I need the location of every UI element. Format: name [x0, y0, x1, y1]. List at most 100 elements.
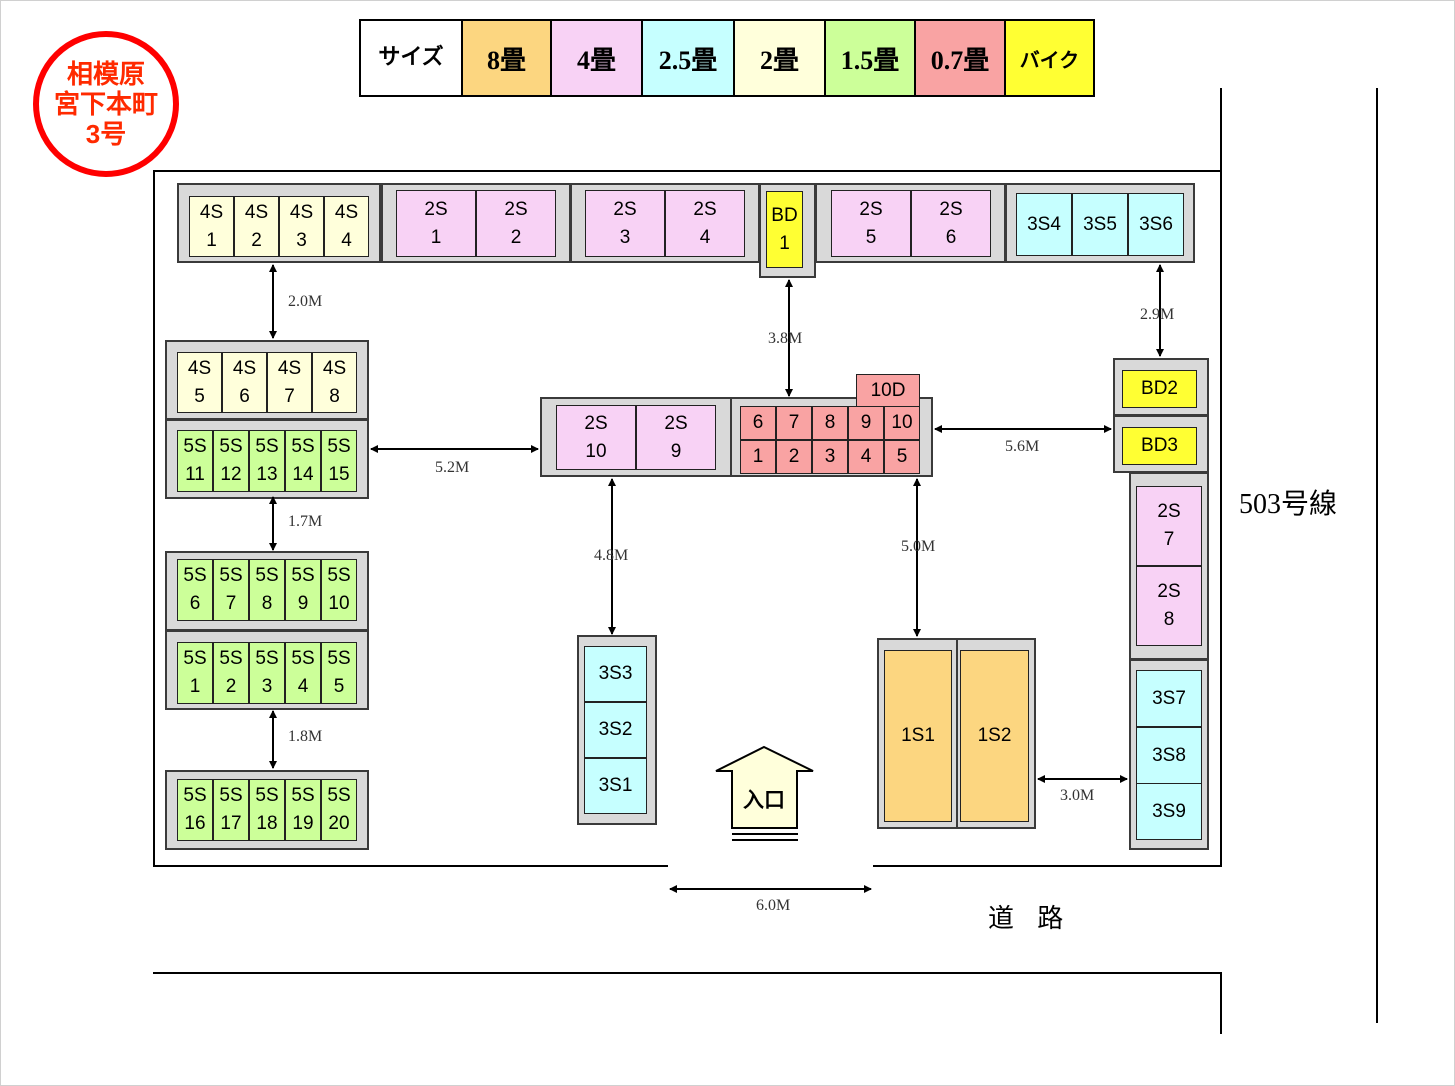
- unit-5s-17[interactable]: 5S 17: [213, 779, 249, 841]
- legend-bike: バイク: [1006, 21, 1093, 95]
- unit-5s-13[interactable]: 5S 13: [249, 430, 285, 492]
- unit-10d[interactable]: 10D: [856, 374, 920, 408]
- unit-bd-2[interactable]: BD2: [1122, 370, 1197, 408]
- unit-3s-3[interactable]: 3S3: [584, 646, 647, 702]
- unit-5s-18[interactable]: 5S 18: [249, 779, 285, 841]
- road-corner-line: [1220, 972, 1222, 1034]
- unit-2s-1[interactable]: 2S 1: [396, 190, 476, 257]
- unit-3s-9[interactable]: 3S9: [1136, 783, 1202, 840]
- unit-4s-5[interactable]: 4S 5: [177, 352, 222, 413]
- legend-2-5jo: 2.5畳: [643, 21, 735, 95]
- unit-5s-16[interactable]: 5S 16: [177, 779, 213, 841]
- unit-d8[interactable]: 8: [812, 406, 848, 440]
- legend-0-7jo: 0.7畳: [916, 21, 1006, 95]
- unit-5s-10[interactable]: 5S 10: [321, 559, 357, 621]
- unit-2s-5[interactable]: 2S 5: [831, 190, 911, 257]
- unit-4s-8[interactable]: 4S 8: [312, 352, 357, 413]
- unit-4s-4[interactable]: 4S 4: [324, 196, 369, 257]
- stamp-line-1: 相模原: [66, 59, 145, 89]
- unit-3s-7[interactable]: 3S7: [1136, 670, 1202, 727]
- site-top-line: [153, 170, 1222, 172]
- entrance-label: 入口: [743, 789, 785, 812]
- unit-d5[interactable]: 5: [884, 440, 920, 474]
- unit-4s-3[interactable]: 4S 3: [279, 196, 324, 257]
- unit-4s-2[interactable]: 4S 2: [234, 196, 279, 257]
- site-right-line: [1220, 88, 1222, 866]
- entrance-arrow-icon: [715, 745, 814, 841]
- dim-1-8m: 1.8M: [288, 728, 323, 745]
- route-503-edge: [1376, 88, 1378, 1023]
- stamp-line-3: 3号: [85, 119, 127, 149]
- unit-5s-19[interactable]: 5S 19: [285, 779, 321, 841]
- unit-5s-6[interactable]: 5S 6: [177, 559, 213, 621]
- unit-d6[interactable]: 6: [740, 406, 776, 440]
- unit-2s-3[interactable]: 2S 3: [585, 190, 665, 257]
- site-bottom-right-line: [873, 865, 1222, 867]
- dim-2-0m: 2.0M: [288, 293, 323, 310]
- unit-5s-9[interactable]: 5S 9: [285, 559, 321, 621]
- unit-3s-4[interactable]: 3S4: [1016, 193, 1072, 256]
- unit-bd-1[interactable]: BD 1: [766, 191, 803, 268]
- location-stamp: 相模原 宮下本町 3号: [33, 31, 179, 177]
- legend-4jo: 4畳: [552, 21, 643, 95]
- route-503-label: 503号線: [1239, 489, 1338, 520]
- road-label: 道 路: [988, 903, 1072, 933]
- unit-4s-1[interactable]: 4S 1: [189, 196, 234, 257]
- legend-size-header: サイズ: [361, 21, 463, 95]
- unit-2s-9[interactable]: 2S 9: [636, 405, 716, 470]
- dim-6-0m: 6.0M: [756, 897, 791, 914]
- unit-2s-2[interactable]: 2S 2: [476, 190, 556, 257]
- site-bottom-left-line: [153, 865, 668, 867]
- unit-2s-8[interactable]: 2S 8: [1136, 566, 1202, 646]
- unit-5s-8[interactable]: 5S 8: [249, 559, 285, 621]
- unit-1s-2[interactable]: 1S2: [960, 650, 1029, 822]
- unit-3s-2[interactable]: 3S2: [584, 702, 647, 758]
- dim-4-8m: 4.8M: [594, 547, 629, 564]
- unit-4s-6[interactable]: 4S 6: [222, 352, 267, 413]
- unit-3s-1[interactable]: 3S1: [584, 758, 647, 814]
- unit-5s-5[interactable]: 5S 5: [321, 642, 357, 704]
- unit-5s-15[interactable]: 5S 15: [321, 430, 357, 492]
- unit-2s-7[interactable]: 2S 7: [1136, 486, 1202, 566]
- stamp-line-2: 宮下本町: [53, 89, 158, 119]
- unit-d2[interactable]: 2: [776, 440, 812, 474]
- unit-5s-12[interactable]: 5S 12: [213, 430, 249, 492]
- unit-3s-6[interactable]: 3S6: [1128, 193, 1184, 256]
- unit-d7[interactable]: 7: [776, 406, 812, 440]
- unit-5s-2[interactable]: 5S 2: [213, 642, 249, 704]
- dim-3-8m: 3.8M: [768, 330, 803, 347]
- unit-5s-1[interactable]: 5S 1: [177, 642, 213, 704]
- dim-3-0m: 3.0M: [1060, 787, 1095, 804]
- size-legend: サイズ 8畳 4畳 2.5畳 2畳 1.5畳 0.7畳 バイク: [359, 19, 1095, 97]
- unit-d4[interactable]: 4: [848, 440, 884, 474]
- unit-2s-4[interactable]: 2S 4: [665, 190, 745, 257]
- unit-5s-7[interactable]: 5S 7: [213, 559, 249, 621]
- unit-1s-1[interactable]: 1S1: [884, 650, 952, 822]
- unit-2s-6[interactable]: 2S 6: [911, 190, 991, 257]
- road-far-edge: [153, 972, 1222, 974]
- dim-5-6m: 5.6M: [1005, 438, 1040, 455]
- legend-8jo: 8畳: [463, 21, 552, 95]
- unit-d9[interactable]: 9: [848, 406, 884, 440]
- unit-3s-8[interactable]: 3S8: [1136, 727, 1202, 784]
- unit-5s-11[interactable]: 5S 11: [177, 430, 213, 492]
- unit-5s-14[interactable]: 5S 14: [285, 430, 321, 492]
- dim-5-0m: 5.0M: [901, 538, 936, 555]
- unit-5s-20[interactable]: 5S 20: [321, 779, 357, 841]
- dim-5-2m: 5.2M: [435, 459, 470, 476]
- unit-3s-5[interactable]: 3S5: [1072, 193, 1128, 256]
- unit-2s-10[interactable]: 2S 10: [556, 405, 636, 470]
- unit-5s-4[interactable]: 5S 4: [285, 642, 321, 704]
- dim-1-7m: 1.7M: [288, 513, 323, 530]
- unit-4s-7[interactable]: 4S 7: [267, 352, 312, 413]
- unit-d3[interactable]: 3: [812, 440, 848, 474]
- site-left-line: [153, 170, 155, 866]
- dim-2-9m: 2.9M: [1140, 306, 1175, 323]
- unit-5s-3[interactable]: 5S 3: [249, 642, 285, 704]
- unit-d10[interactable]: 10: [884, 406, 920, 440]
- unit-bd-3[interactable]: BD3: [1122, 427, 1197, 465]
- legend-2jo: 2畳: [735, 21, 826, 95]
- unit-d1[interactable]: 1: [740, 440, 776, 474]
- legend-1-5jo: 1.5畳: [826, 21, 916, 95]
